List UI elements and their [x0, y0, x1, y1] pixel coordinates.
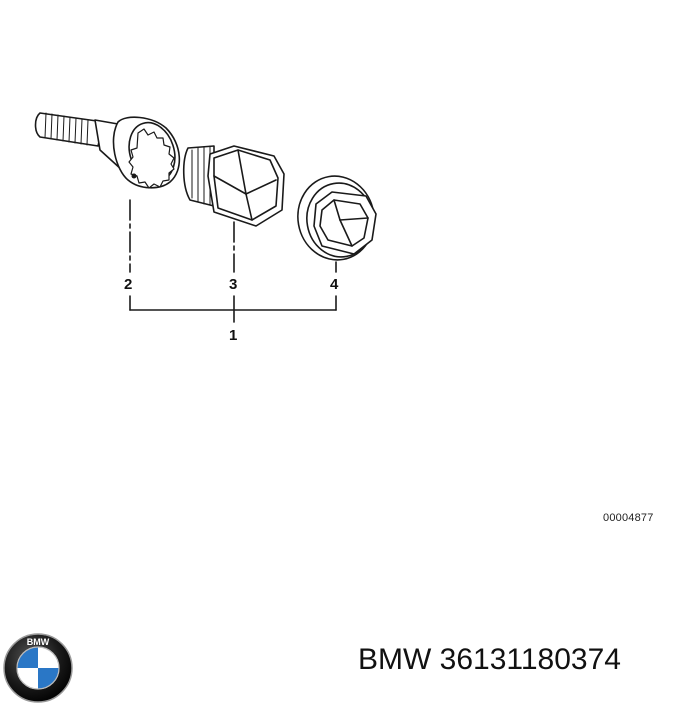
wheel-bolt-part	[34, 112, 181, 189]
drawing-id: 00004877	[603, 512, 654, 524]
leader-lines	[129, 199, 337, 273]
cap-part	[297, 175, 377, 261]
bmw-roundel-logo: BMW	[3, 633, 73, 703]
locking-adapter-part	[182, 145, 285, 227]
part-number-2: 2	[124, 276, 133, 293]
part-number-4: 4	[330, 276, 339, 293]
part-number-3: 3	[229, 276, 238, 293]
logo-letters: BMW	[27, 637, 50, 647]
part-number-caption: BMW 36131180374	[358, 643, 621, 676]
group-bracket	[129, 295, 337, 323]
group-number-1: 1	[229, 327, 238, 344]
